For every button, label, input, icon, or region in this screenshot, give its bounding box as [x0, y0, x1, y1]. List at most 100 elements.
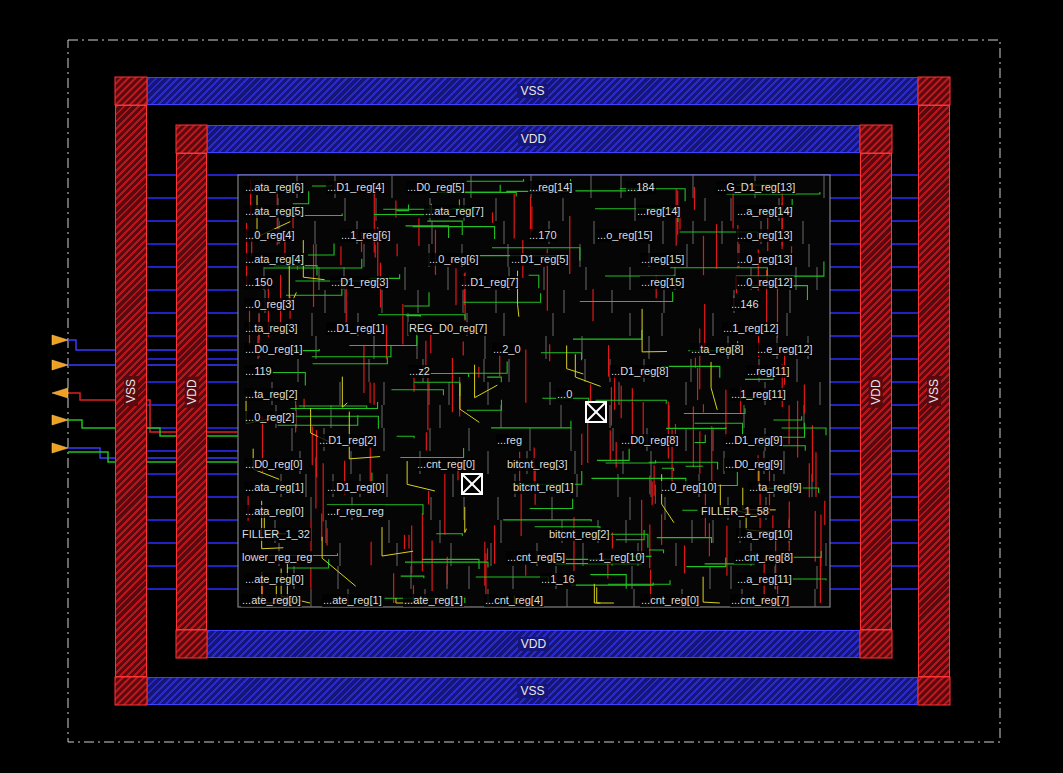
power-ring-band: VDD — [860, 153, 892, 630]
cell-edge — [491, 543, 492, 566]
cell-instance-name: ...cnt_reg[5] — [506, 551, 566, 564]
metal-wire — [824, 501, 825, 525]
cell-instance-name: ...ata_reg[5] — [244, 205, 305, 218]
cell-edge — [488, 382, 489, 405]
metal-wire — [575, 354, 600, 386]
metal-wire — [436, 534, 462, 536]
metal-wire — [616, 530, 644, 540]
cell-instance-name: bitcnt_reg[1] — [512, 481, 575, 494]
cell-edge — [591, 175, 592, 198]
cell-edge — [619, 382, 620, 405]
cell-edge — [693, 175, 694, 198]
metal-wire — [614, 374, 615, 409]
cell-markers — [462, 402, 606, 494]
metal-wire — [652, 481, 653, 505]
cell-edge — [431, 497, 432, 520]
cell-edge — [440, 520, 441, 543]
cell-edge — [405, 267, 406, 290]
net-name: VSS — [517, 84, 547, 98]
metal-wire — [567, 345, 584, 374]
cell-edge — [797, 359, 798, 382]
metal-wire — [303, 399, 304, 409]
cell-instance-name: ...o_reg[13] — [736, 229, 794, 242]
metal-wire — [503, 520, 591, 522]
cell-instance-name: ...ate_reg[0] — [244, 573, 305, 586]
cell-edge — [687, 244, 688, 267]
cell-edge — [389, 520, 390, 543]
cell-edge — [469, 566, 470, 589]
cell-edge — [498, 497, 499, 520]
metal-wire — [460, 383, 479, 422]
cell-edge — [315, 221, 316, 244]
cell-instance-name: ...D1_reg[4] — [326, 181, 385, 194]
cell-edge — [376, 198, 377, 221]
cell-edge — [826, 543, 827, 566]
cell-edge — [676, 543, 677, 566]
cell-edge — [820, 382, 821, 405]
metal-wire — [397, 244, 398, 257]
cell-edge — [345, 290, 346, 313]
metal-wire — [444, 474, 445, 535]
metal-wire — [684, 546, 685, 574]
metal-wire — [463, 293, 540, 302]
cell-edge — [705, 198, 706, 221]
cell-instance-name: ...o_reg[15] — [596, 229, 654, 242]
cell-edge — [634, 589, 635, 607]
cell-edge — [630, 267, 631, 290]
metal-wire — [422, 559, 479, 569]
cell-edge — [546, 336, 547, 359]
metal-wire — [414, 382, 460, 396]
metal-wire — [418, 218, 419, 246]
cell-instance-name: ...ate_reg[1] — [403, 594, 464, 607]
power-ring-band: VSS — [918, 105, 950, 677]
cell-instance-name: ...D1_reg[7] — [460, 276, 519, 289]
cell-instance-name: ...0_reg[10] — [660, 481, 718, 494]
cell-instance-name: ...a_reg[10] — [736, 528, 794, 541]
cell-edge — [384, 382, 385, 405]
cell-edge — [713, 520, 714, 543]
metal-wire — [303, 240, 324, 280]
cell-edge — [504, 313, 505, 336]
metal-wire — [642, 309, 667, 352]
metal-wire — [310, 568, 311, 589]
cell-edge — [575, 451, 576, 474]
cell-edge — [651, 474, 652, 497]
metal-wire — [465, 507, 467, 533]
cell-edge — [586, 267, 587, 290]
cell-edge — [567, 589, 568, 607]
cell-instance-name: ...D1_reg[3] — [330, 276, 389, 289]
cell-edge — [471, 175, 472, 198]
metal-wire — [590, 575, 626, 589]
metal-wire — [682, 510, 697, 511]
cell-instance-name: ...D0_reg[0] — [244, 458, 303, 471]
cell-edge — [583, 543, 584, 566]
metal-wire — [491, 421, 571, 428]
cell-edge — [338, 566, 339, 589]
metal-wire — [487, 377, 501, 382]
metal-wire — [313, 244, 314, 307]
cell-edge — [710, 566, 711, 589]
metal-wire — [478, 367, 479, 378]
cell-instance-name: ...D1_reg[1] — [326, 322, 385, 335]
metal-wire — [378, 315, 465, 320]
metal-wire — [463, 342, 464, 356]
metal-wire — [346, 287, 347, 328]
cell-edge — [501, 520, 502, 543]
cell-edge — [610, 405, 611, 428]
metal-wire — [697, 368, 698, 400]
cell-edge — [488, 451, 489, 474]
metal-wire — [608, 345, 609, 377]
cell-edge — [824, 175, 825, 198]
metal-wire — [649, 524, 650, 568]
cell-edge — [418, 290, 419, 313]
metal-wire — [323, 463, 324, 521]
metal-wire — [322, 537, 356, 586]
metal-wire — [782, 428, 826, 435]
metal-wire — [374, 191, 375, 252]
metal-wire — [484, 542, 485, 586]
metal-wire — [641, 500, 642, 557]
cell-edge — [311, 589, 312, 607]
metal-wire — [370, 448, 371, 482]
metal-wire — [312, 427, 313, 465]
cell-instance-name: ...0 — [556, 388, 573, 401]
